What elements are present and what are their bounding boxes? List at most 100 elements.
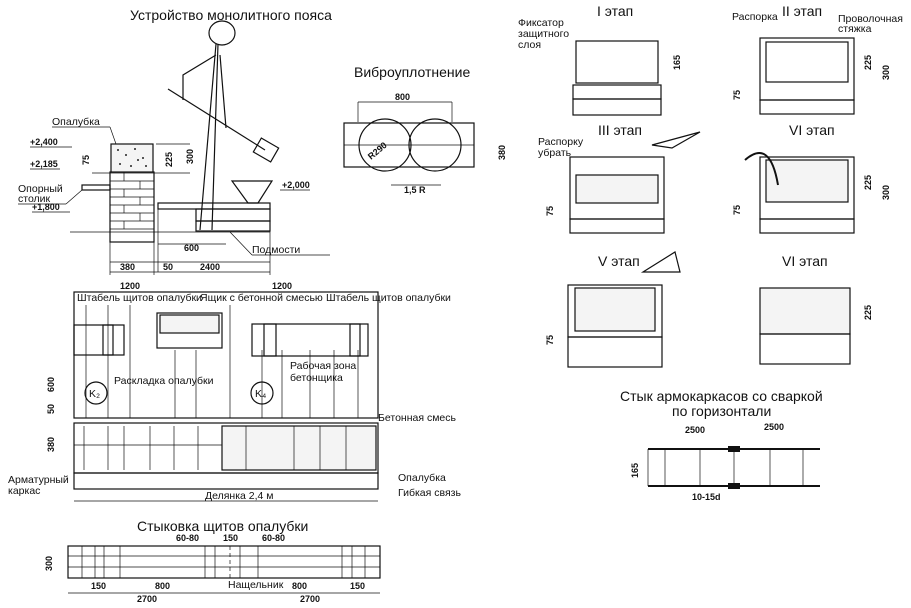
stage-4: VI этап 225 300 75 bbox=[732, 122, 891, 234]
stage-2-title: II этап bbox=[782, 3, 822, 19]
joint-dim-150-top: 150 bbox=[223, 533, 238, 543]
k4-label: K₄ bbox=[255, 388, 266, 400]
stage-3-label-2: убрать bbox=[538, 147, 572, 159]
scaffold bbox=[157, 180, 274, 272]
cover-strip-label: Нащельник bbox=[228, 579, 284, 591]
stage-2-dim-75: 75 bbox=[732, 90, 742, 100]
level-2000: +2,000 bbox=[282, 180, 310, 190]
dim-380: 380 bbox=[120, 262, 135, 272]
work-zone-label-2: бетонщика bbox=[290, 372, 343, 384]
monolithic-belt-title: Устройство монолитного пояса bbox=[130, 7, 332, 23]
stage-1-label-line1: Фиксатор bbox=[518, 17, 564, 29]
stage-4-dim-300: 300 bbox=[881, 185, 891, 200]
stage-4-dim-75: 75 bbox=[732, 205, 742, 215]
dim-300: 300 bbox=[185, 149, 195, 164]
plan-dim-380: 380 bbox=[46, 437, 56, 452]
weld-top-icon bbox=[728, 446, 740, 452]
joint-dim-60-80-left: 60-80 bbox=[176, 533, 199, 543]
vibro-radius: R290 bbox=[366, 140, 389, 161]
triangle-tool-icon bbox=[640, 251, 681, 273]
concrete-box-label: Ящик с бетонной смесью bbox=[200, 292, 323, 304]
stage-1-title: I этап bbox=[597, 3, 633, 19]
vibro-step: 1,5 R bbox=[404, 185, 426, 195]
weld-dim-lap: 10-15d bbox=[692, 492, 721, 502]
dim-75: 75 bbox=[81, 155, 91, 165]
rebar-weld-joint-section: Стык армокаркасов со сваркой по горизонт… bbox=[620, 388, 823, 502]
formwork-stack-left bbox=[73, 324, 125, 356]
stage-4-title: VI этап bbox=[789, 122, 835, 138]
section-label: Делянка 2,4 м bbox=[205, 490, 274, 502]
level-2185: +2,185 bbox=[30, 159, 58, 169]
monolithic-belt-section: Устройство монолитного пояса bbox=[18, 7, 332, 275]
stage-6: VI этап 225 bbox=[759, 253, 873, 365]
stage-2-label-spacer: Распорка bbox=[732, 11, 778, 23]
joint-dim-2700-left: 2700 bbox=[137, 594, 157, 604]
vibro-dim-380: 380 bbox=[497, 145, 507, 160]
concrete-box bbox=[156, 312, 223, 349]
stage-3: III этап Распорку убрать 75 bbox=[538, 122, 701, 234]
stack-left-label: Штабель щитов опалубки bbox=[77, 292, 202, 304]
stage-5-title: V этап bbox=[598, 253, 640, 269]
vibro-dim-800: 800 bbox=[395, 92, 410, 102]
weld-dim-right: 2500 bbox=[764, 422, 784, 432]
stage-2: II этап Распорка Проволочная стяжка 225 … bbox=[732, 3, 903, 115]
worker-figure-icon bbox=[167, 20, 280, 231]
joint-dim-800-left: 800 bbox=[155, 581, 170, 591]
belt-concrete-dots bbox=[117, 148, 147, 167]
formwork-joint-section: Стыковка щитов опалубки 300 60-80 150 60… bbox=[44, 518, 381, 604]
dim-2400: 2400 bbox=[200, 262, 220, 272]
stage-1-dim: 165 bbox=[672, 55, 682, 70]
weld-title-2: по горизонтали bbox=[672, 403, 771, 419]
level-1800: +1,800 bbox=[32, 202, 60, 212]
stage-3-dim-75: 75 bbox=[545, 206, 555, 216]
stack-right-label: Штабель щитов опалубки bbox=[326, 292, 451, 304]
rebar-cage-label-2: каркас bbox=[8, 485, 40, 497]
vibro-compaction-section: Виброуплотнение 800 R290 1,5 R 380 bbox=[343, 64, 507, 195]
k2-marker bbox=[84, 381, 108, 405]
stage-5-dim-75: 75 bbox=[545, 335, 555, 345]
plan-dim-1200-right: 1200 bbox=[272, 281, 292, 291]
stage-6-title: VI этап bbox=[782, 253, 828, 269]
weld-dim-165: 165 bbox=[630, 463, 640, 478]
stage-1: I этап Фиксатор защитного слоя 165 bbox=[518, 3, 682, 116]
concrete-filled-zone bbox=[221, 425, 377, 471]
dim-600: 600 bbox=[184, 243, 199, 253]
plan-view: 1200 1200 Штабель щитов опалубки Ящик с … bbox=[8, 281, 461, 502]
dim-50: 50 bbox=[163, 262, 173, 272]
plan-dim-50: 50 bbox=[46, 404, 56, 414]
k2-label: K₂ bbox=[89, 388, 100, 400]
stage-3-label-1: Распорку bbox=[538, 136, 584, 148]
stage-3-title: III этап bbox=[598, 122, 642, 138]
dim-225: 225 bbox=[164, 152, 174, 167]
support-table bbox=[81, 184, 111, 191]
joint-dim-2700-right: 2700 bbox=[300, 594, 320, 604]
support-table-label-2: столик bbox=[18, 193, 51, 205]
formwork-stack-right bbox=[251, 323, 369, 357]
k4-marker bbox=[250, 381, 274, 405]
scaffold-label: Подмости bbox=[252, 244, 300, 256]
trowel-icon bbox=[651, 131, 701, 149]
monolithic-belt-concrete bbox=[110, 143, 154, 173]
joint-dim-300: 300 bbox=[44, 556, 54, 571]
brick-wall bbox=[109, 171, 155, 243]
concrete-label: Бетонная смесь bbox=[378, 412, 457, 424]
plan-formwork-label: Опалубка bbox=[398, 472, 446, 484]
plan-dim-1200-left: 1200 bbox=[120, 281, 140, 291]
level-2400: +2,400 bbox=[30, 137, 58, 147]
stage-1-label-line2: защитного bbox=[518, 28, 569, 40]
vibro-title: Виброуплотнение bbox=[354, 64, 470, 80]
stage-5: V этап 75 bbox=[545, 251, 681, 368]
joint-dim-800-right: 800 bbox=[292, 581, 307, 591]
joint-dim-150-right: 150 bbox=[350, 581, 365, 591]
rebar-cage-label-1: Арматурный bbox=[8, 474, 69, 486]
stage-2-label-wire1: Проволочная bbox=[838, 13, 903, 25]
stage-1-label-line3: слоя bbox=[518, 39, 541, 51]
vibrator-hose-icon bbox=[744, 152, 779, 186]
joint-title: Стыковка щитов опалубки bbox=[137, 518, 308, 534]
support-table-label-1: Опорный bbox=[18, 183, 63, 195]
weld-dim-left: 2500 bbox=[685, 425, 705, 435]
work-zone-label-1: Рабочая зона bbox=[290, 360, 356, 372]
stage-2-dim-225: 225 bbox=[863, 55, 873, 70]
stage-6-dim-225: 225 bbox=[863, 305, 873, 320]
